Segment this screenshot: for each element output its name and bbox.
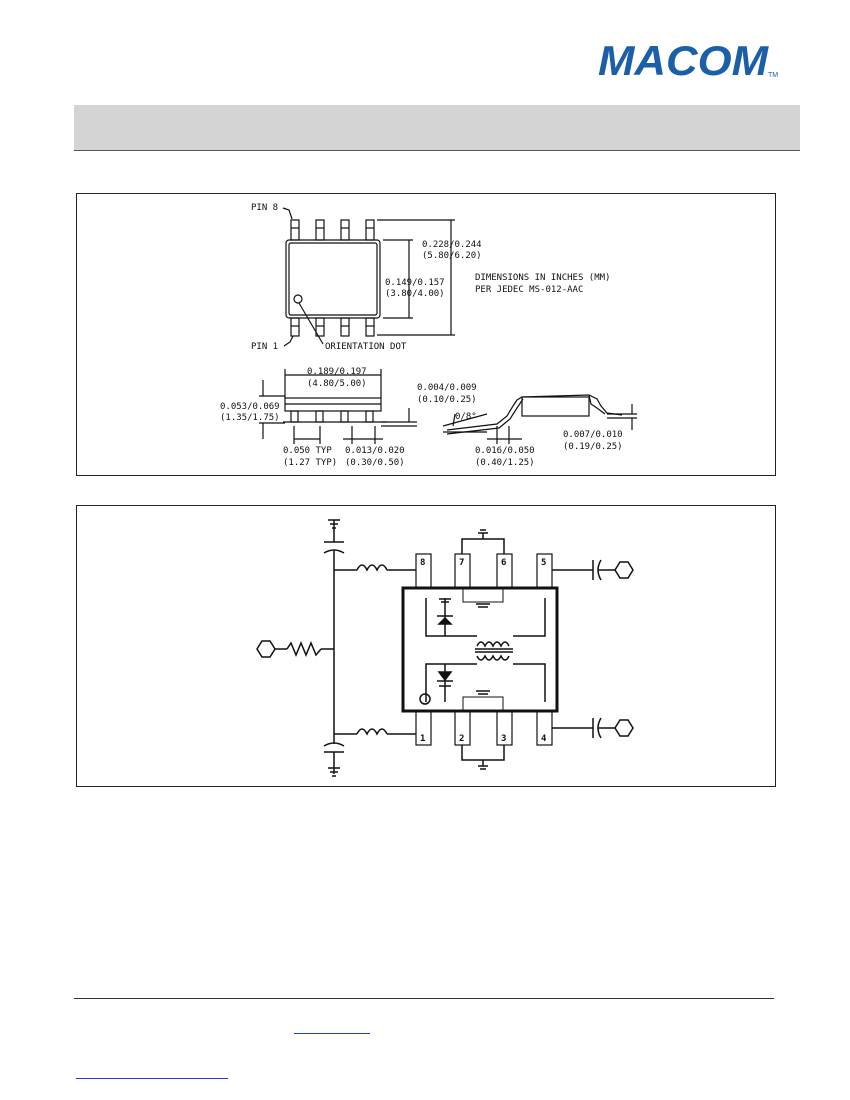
dim-pitch-in: 0.050 TYP xyxy=(283,446,332,456)
dim-lead-width-in: 0.013/0.020 xyxy=(345,446,405,456)
notes-line1: DIMENSIONS IN INCHES (MM) xyxy=(475,273,610,283)
schematic-svg: 8 7 6 5 1 2 3 4 xyxy=(256,519,634,777)
orientation-dot-label: ORIENTATION DOT xyxy=(325,342,407,352)
package-outline-drawing: PIN 8 PIN 1 ORIENTATION DOT 0.228/0.244 … xyxy=(76,193,776,476)
dim-body-width-mm: (3.80/4.00) xyxy=(385,289,445,299)
pin-label-1: 1 xyxy=(420,734,425,744)
trademark-mark: TM xyxy=(768,72,778,79)
header-bar xyxy=(74,105,800,151)
dim-length-mm: (4.80/5.00) xyxy=(307,379,367,389)
pin-label-3: 3 xyxy=(501,734,506,744)
footer-rule xyxy=(74,998,774,999)
dim-lead-width-mm: (0.30/0.50) xyxy=(345,458,405,468)
package-outline-svg: PIN 8 PIN 1 ORIENTATION DOT 0.228/0.244 … xyxy=(220,203,637,468)
pin-label-4: 4 xyxy=(541,734,547,744)
dim-lead-thk-mm: (0.19/0.25) xyxy=(563,442,623,452)
dim-overall-width-mm: (5.80/6.20) xyxy=(422,251,482,261)
dim-height-mm: (1.35/1.75) xyxy=(220,413,280,423)
pin8-label: PIN 8 xyxy=(251,203,278,213)
pin-label-5: 5 xyxy=(541,558,546,568)
dim-body-width-in: 0.149/0.157 xyxy=(385,278,445,288)
dim-foot-in: 0.016/0.050 xyxy=(475,446,535,456)
dim-pitch-mm: (1.27 TYP) xyxy=(283,458,337,468)
logo-wordmark: MACOM xyxy=(598,40,769,80)
dim-height-in: 0.053/0.069 xyxy=(220,402,280,412)
pin-label-8: 8 xyxy=(420,558,425,568)
dim-lead-thk-in: 0.007/0.010 xyxy=(563,430,623,440)
footer-link-underline[interactable] xyxy=(294,1033,370,1034)
footer-link-underline-2[interactable] xyxy=(76,1078,228,1079)
dim-length-in: 0.189/0.197 xyxy=(307,367,367,377)
dim-foot-mm: (0.40/1.25) xyxy=(475,458,535,468)
pin-label-7: 7 xyxy=(459,558,464,568)
macom-logo: MACOM TM xyxy=(598,40,778,80)
pin-label-6: 6 xyxy=(501,558,506,568)
dim-overall-width-in: 0.228/0.244 xyxy=(422,240,482,250)
dim-angle: 0/8° xyxy=(455,412,477,422)
dim-standoff-in: 0.004/0.009 xyxy=(417,383,477,393)
notes-line2: PER JEDEC MS-012-AAC xyxy=(475,285,583,295)
pin-label-2: 2 xyxy=(459,734,464,744)
pin1-label: PIN 1 xyxy=(251,342,278,352)
application-schematic: 8 7 6 5 1 2 3 4 xyxy=(76,505,776,787)
dim-standoff-mm: (0.10/0.25) xyxy=(417,395,477,405)
